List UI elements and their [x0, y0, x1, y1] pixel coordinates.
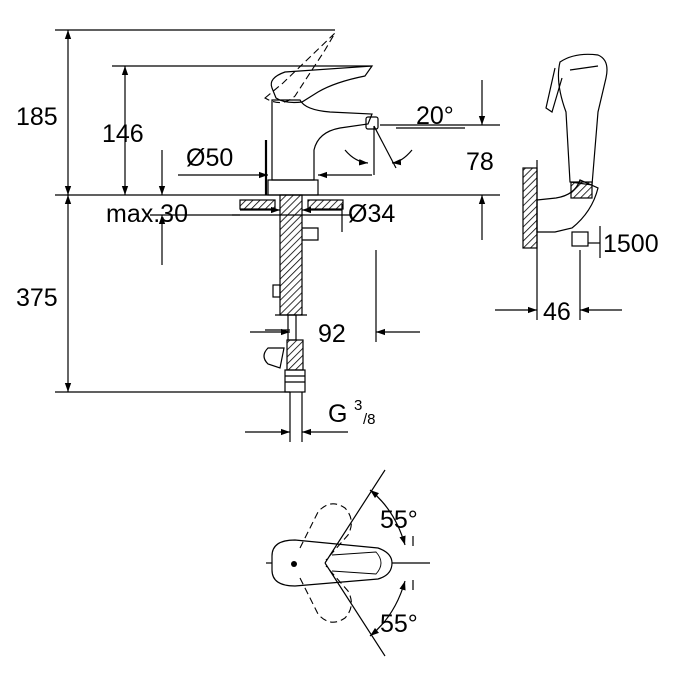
wall: [522, 167, 538, 249]
dim-hose-length: 1500: [603, 230, 659, 258]
dim-max-deck: max.30: [106, 200, 188, 228]
shower-head: [557, 53, 608, 186]
faucet-body: [271, 99, 373, 181]
dim-base-diameter: Ø50: [186, 144, 233, 172]
grip-band: [570, 181, 593, 199]
lever: [270, 65, 374, 104]
lever-solid: [271, 539, 393, 587]
lever-raised-dashed: [264, 32, 336, 104]
holder: [536, 179, 599, 233]
trigger: [545, 67, 563, 113]
hand-shower-side-view: 1500 46: [495, 53, 659, 326]
dim-supply-length: 375: [16, 284, 58, 312]
deck-hatch-right: [307, 199, 344, 210]
lever-dashed-upper: [299, 503, 352, 561]
lever-top-view: 55° 55°: [266, 469, 430, 657]
dim-lever-angle-lower: 55°: [380, 610, 418, 638]
dim-spout-angle: 20°: [416, 102, 454, 130]
dim-total-height: 185: [16, 103, 58, 131]
connector: [284, 369, 306, 393]
dim-thread-g: G: [328, 400, 347, 428]
dim-hole-diameter: Ø34: [348, 200, 395, 228]
base-ring: [267, 179, 319, 196]
dim-spout-reach: 92: [318, 320, 346, 348]
hose-connector: [571, 231, 589, 247]
fitting: [286, 339, 304, 371]
dim-thread-den: /8: [363, 411, 376, 428]
dim-spout-height: 78: [466, 148, 494, 176]
deck-hatch-left: [239, 199, 276, 210]
lever-dashed-lower: [299, 565, 352, 623]
drain-stopper: [263, 347, 285, 369]
dim-thread-num: 3: [354, 397, 362, 414]
shank: [279, 194, 303, 316]
faucet-front-view: [55, 32, 500, 393]
dim-lever-height: 146: [102, 120, 144, 148]
aerator: [365, 116, 379, 130]
dim-holder-projection: 46: [543, 298, 571, 326]
front-dimensions: 185 146 375 max.30 Ø50 Ø34 78: [16, 29, 500, 442]
dim-lever-angle-upper: 55°: [380, 506, 418, 534]
